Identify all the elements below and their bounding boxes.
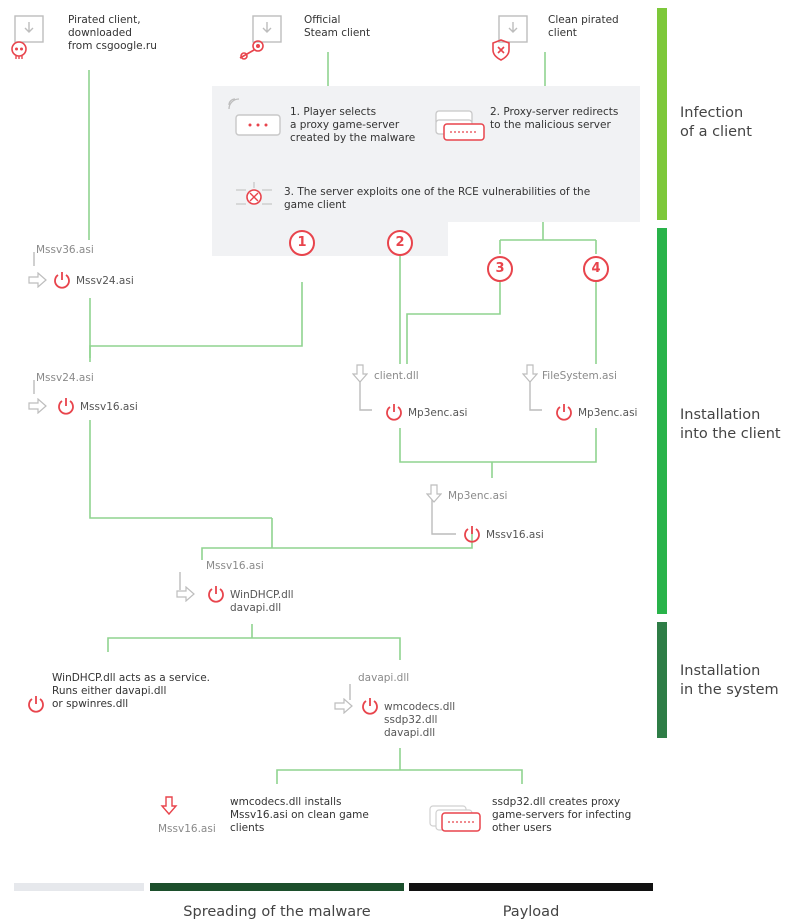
arrow-right-icon xyxy=(28,272,47,288)
official-client-label: Official Steam client xyxy=(304,14,371,39)
shield-x-icon xyxy=(492,39,510,61)
stage-bar-installation-system xyxy=(657,622,667,738)
legend-label-payload: Payload xyxy=(502,904,560,920)
stage-label-installation-client: Installation into the client xyxy=(680,407,781,442)
arrow-right-icon xyxy=(176,586,195,602)
power-icon xyxy=(362,698,378,715)
arrow-down-red-icon xyxy=(160,796,178,816)
arrow-right-icon xyxy=(334,698,353,714)
clean-pirated-client-label: Clean pirated client xyxy=(548,14,619,39)
infection-box xyxy=(212,86,640,222)
module-client-dll: client.dll xyxy=(374,370,419,382)
stage-label-infection: Infection of a client xyxy=(680,105,752,140)
wifi-icon xyxy=(228,98,240,110)
bug-icon xyxy=(236,182,272,205)
module-mp3enc-b: Mp3enc.asi xyxy=(578,407,638,419)
module-filesystem: FileSystem.asi xyxy=(542,370,617,382)
arrow-down-icon xyxy=(522,364,538,383)
step-number-4: 4 xyxy=(583,256,609,282)
stage-bar-installation-client xyxy=(657,228,667,614)
step-number-1: 1 xyxy=(289,230,315,256)
server-stack-icon xyxy=(435,110,485,141)
power-icon xyxy=(464,526,480,543)
power-icon xyxy=(556,404,572,421)
module-mssv16-d: Mssv16.asi xyxy=(158,823,216,835)
ssdp32-creates-note: ssdp32.dll creates proxy game-servers fo… xyxy=(492,796,632,834)
step-number-3: 3 xyxy=(487,256,513,282)
folder-download-icon xyxy=(252,15,282,43)
legend-bar-spreading xyxy=(150,883,404,891)
power-icon xyxy=(208,586,224,603)
module-mp3enc-a: Mp3enc.asi xyxy=(408,407,468,419)
power-icon xyxy=(54,272,70,289)
module-mssv16-a: Mssv16.asi xyxy=(80,401,138,413)
pirated-client-label: Pirated client, downloaded from csgoogle… xyxy=(68,14,157,52)
legend-bar-payload xyxy=(409,883,653,891)
legend-label-spreading: Spreading of the malware xyxy=(183,904,371,920)
windhcp-service-note: WinDHCP.dll acts as a service. Runs eith… xyxy=(52,672,211,710)
server-stack-icon xyxy=(429,805,481,832)
server-icon xyxy=(235,114,281,136)
arrow-down-icon xyxy=(426,484,442,503)
module-mssv24-a: Mssv24.asi xyxy=(76,275,134,287)
power-icon xyxy=(58,398,74,415)
module-windhcp-group: WinDHCP.dll davapi.dll xyxy=(230,589,294,614)
power-icon xyxy=(386,404,402,421)
module-davapi-top: davapi.dll xyxy=(358,672,410,684)
module-mssv16-c: Mssv16.asi xyxy=(206,560,264,572)
skull-icon xyxy=(11,41,27,59)
power-icon xyxy=(28,696,44,713)
arrow-right-icon xyxy=(28,398,47,414)
module-mssv36: Mssv36.asi xyxy=(36,244,94,256)
steam-icon xyxy=(239,40,264,60)
legend-bar-light xyxy=(14,883,144,891)
step2-label: 2. Proxy-server redirects to the malicio… xyxy=(490,106,619,131)
wmcodecs-installs-note: wmcodecs.dll installs Mssv16.asi on clea… xyxy=(230,796,369,834)
stage-bar-infection xyxy=(657,8,667,220)
folder-download-icon xyxy=(498,15,528,43)
module-wmcodecs-group: wmcodecs.dll ssdp32.dll davapi.dll xyxy=(384,701,456,739)
folder-download-icon xyxy=(14,15,44,43)
arrow-down-icon xyxy=(352,364,368,383)
step3-label: 3. The server exploits one of the RCE vu… xyxy=(284,186,591,211)
step1-label: 1. Player selects a proxy game-server cr… xyxy=(290,106,416,144)
module-mp3enc-c: Mp3enc.asi xyxy=(448,490,508,502)
step-number-2: 2 xyxy=(387,230,413,256)
module-mssv24-b: Mssv24.asi xyxy=(36,372,94,384)
stage-label-installation-system: Installation in the system xyxy=(680,663,779,698)
module-mssv16-b: Mssv16.asi xyxy=(486,529,544,541)
